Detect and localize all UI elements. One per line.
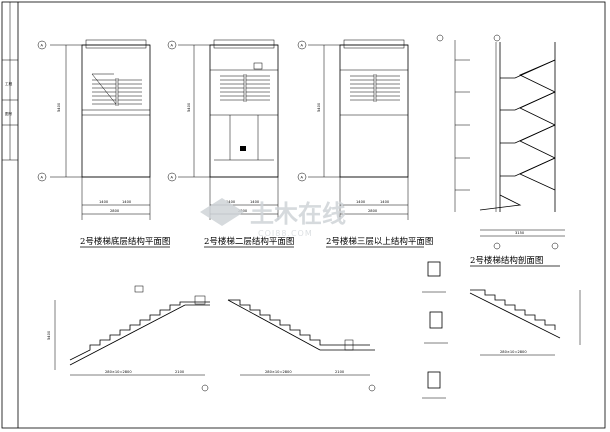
dim-total: 2800 [110, 209, 120, 213]
plan-ground-floor: A A 1400 1400 2800 5400 2号楼梯底层结构平面图 [37, 39, 170, 248]
dim-height: 5400 [187, 102, 191, 112]
dim-run: 280×10=2800 [105, 370, 132, 374]
stair-treads [220, 74, 270, 102]
dim-rise: 5400 [47, 330, 51, 340]
beam-sections [422, 261, 448, 399]
dim-seg-a: 1400 [226, 200, 236, 204]
title-section: 2号楼梯结构剖面图 [470, 255, 543, 266]
dim-seg-b: 1400 [380, 200, 390, 204]
axis-label: A [171, 176, 174, 180]
axis-label: A [301, 176, 304, 180]
dim-height: 5400 [317, 102, 321, 112]
dim-seg-a: 1400 [99, 200, 109, 204]
dim-height: 5400 [57, 102, 61, 112]
dim-total: 2800 [238, 209, 248, 213]
dim-run-2: 2100 [335, 370, 345, 374]
watermark-domain: COI88.COM [258, 229, 313, 238]
dim-section-total: 3150 [515, 231, 525, 235]
dim-run: 280×10=2800 [500, 350, 527, 354]
title-plan-third-up: 2号楼梯三层以上结构平面图 [326, 236, 433, 247]
dim-seg-b: 1400 [250, 200, 260, 204]
axis-label: A [301, 44, 304, 48]
stair-detail-3: 280×10=2800 [469, 289, 581, 356]
watermark-logo-icon [200, 198, 244, 226]
plan-second-floor: A A 1400 1400 2800 5400 2号楼梯二层结构平面图 [167, 39, 294, 248]
watermark: 土木在线 COI88.COM [200, 198, 346, 238]
dim-seg-a: 1400 [356, 200, 366, 204]
title-block-label-2: 图号 [5, 111, 13, 116]
title-plan-second: 2号楼梯二层结构平面图 [204, 236, 294, 247]
axis-label: A [171, 44, 174, 48]
stair-section: 3150 2号楼梯结构剖面图 [436, 34, 565, 267]
watermark-name: 土木在线 [250, 200, 346, 228]
axis-label: A [41, 44, 44, 48]
plan-third-floor-up: A A 1400 1400 2800 5400 2号楼梯三层以上结构平面图 [297, 39, 433, 248]
axis-label: A [41, 176, 44, 180]
dim-seg-b: 1400 [122, 200, 132, 204]
dim-run: 280×10=2800 [265, 370, 292, 374]
stair-treads [350, 74, 400, 102]
dim-total: 2800 [368, 209, 378, 213]
title-block-label-1: 工程 [5, 81, 13, 86]
dim-run-2: 2100 [175, 370, 185, 374]
stair-treads [91, 73, 142, 106]
title-plan-ground: 2号楼梯底层结构平面图 [80, 236, 170, 247]
stair-detail-2: 280×10=2800 2100 [227, 299, 376, 392]
stair-detail-1: 5400 280×10=2800 2100 [47, 285, 210, 392]
